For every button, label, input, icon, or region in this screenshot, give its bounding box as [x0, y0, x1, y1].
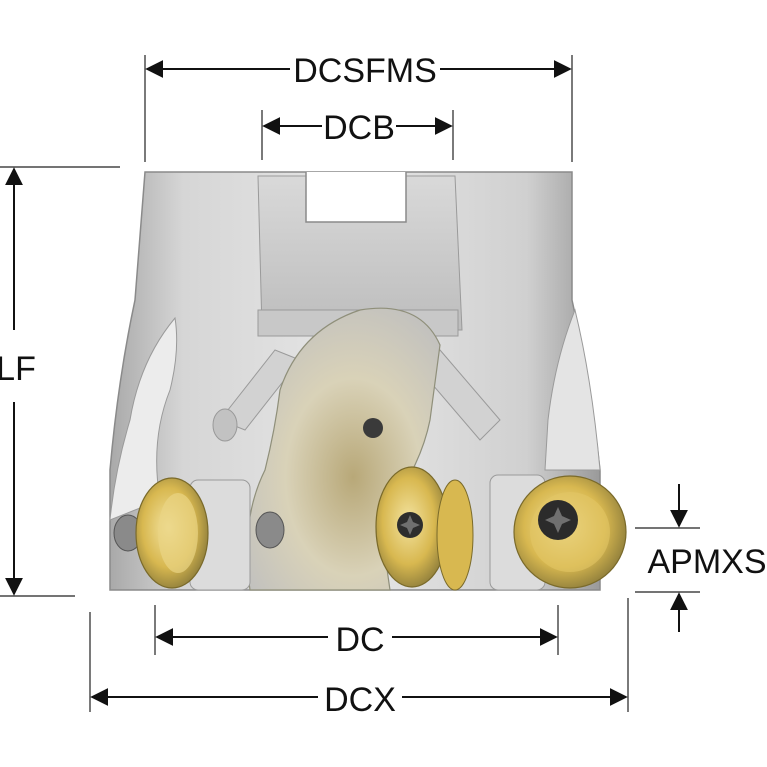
dim-label-apmxs: APMXS	[647, 543, 766, 581]
insert-center-rim	[436, 479, 474, 591]
chip-flute-left	[109, 316, 178, 521]
dim-label-lf: LF	[0, 350, 36, 388]
dimension-labels: DCSFMS DCB LF APMXS DC DCX	[0, 52, 767, 719]
dim-label-dc: DC	[335, 621, 384, 659]
dim-label-dcx: DCX	[324, 681, 396, 719]
coolant-hole	[363, 418, 383, 438]
dim-label-dcsfms: DCSFMS	[293, 52, 437, 90]
torx-screw-icon	[397, 512, 423, 538]
torx-screw-icon-right	[538, 500, 578, 540]
dimension-lines	[0, 55, 700, 712]
clamp-hole-center	[255, 511, 285, 549]
drive-key-slot	[305, 172, 407, 223]
dim-label-dcb: DCB	[323, 109, 395, 147]
chip-flute-right	[544, 308, 601, 471]
round-inserts	[135, 466, 627, 591]
coolant-outlet-left	[212, 408, 238, 442]
milling-cutter-body	[109, 171, 601, 591]
insert-left-face	[158, 493, 198, 573]
